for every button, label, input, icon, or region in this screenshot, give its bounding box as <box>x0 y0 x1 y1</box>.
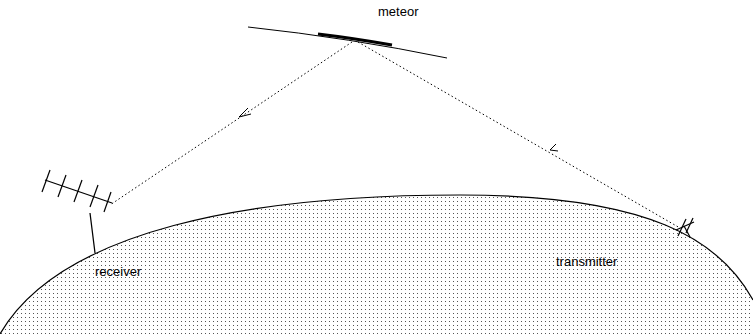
transmitter-antenna <box>676 218 694 237</box>
meteor-label: meteor <box>378 5 418 19</box>
meteor-head <box>318 34 392 45</box>
reflected-path <box>110 42 352 205</box>
station-label: transmitter <box>556 255 617 269</box>
arrowhead <box>239 108 251 117</box>
earth-ground <box>0 195 753 334</box>
arrowhead <box>550 144 558 151</box>
station-label: receiver <box>95 265 141 279</box>
meteor-trail <box>248 27 447 58</box>
receiver-antenna <box>42 170 112 253</box>
earth-surface <box>0 195 753 334</box>
incident-path <box>358 42 680 228</box>
